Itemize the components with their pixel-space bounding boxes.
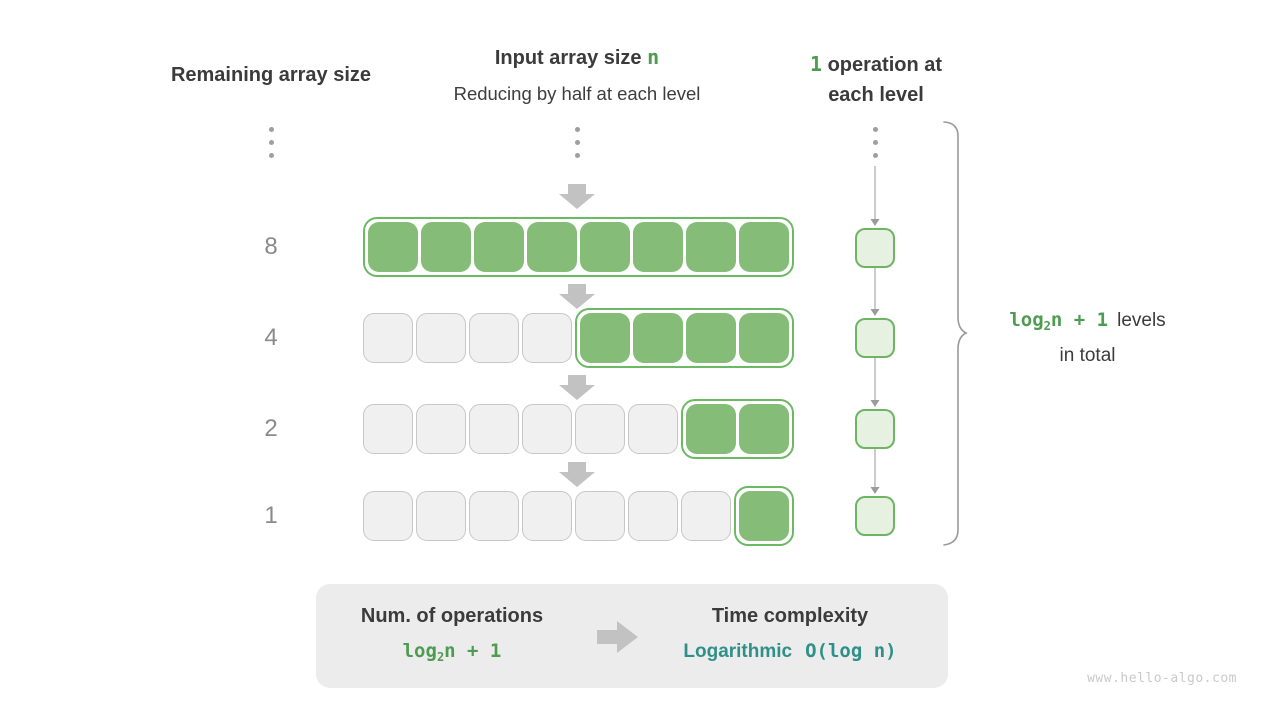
operation-cell [855,228,895,268]
num-operations-formula: log2n + 1 [402,640,502,664]
arrow-down-icon [559,284,595,309]
variable-n: n [647,45,660,69]
array-cell-active [527,222,577,272]
array-cell-active [686,404,736,454]
brace-icon [943,121,968,546]
operation-cell [855,496,895,536]
array-cell-active [368,222,418,272]
array-cell-inactive [575,404,625,454]
array-row-level-3 [363,399,794,459]
arrow-down-icon [559,375,595,400]
array-cell-inactive [628,491,678,541]
selected-subarray [681,399,794,459]
levels-total-label: log2n + 1 levels in total [980,305,1195,371]
row-label-4: 4 [264,324,278,351]
time-complexity-formula: Logarithmic O(log n) [660,640,920,663]
header-input-array-size: Input array size n [419,45,735,70]
array-cell-active [580,222,630,272]
log-formula: log2n + 1 [1009,309,1109,333]
ellipsis-icon [268,127,274,166]
array-cell-inactive [363,404,413,454]
array-cell-active [474,222,524,272]
array-cell-inactive [469,491,519,541]
array-cell-inactive [416,491,466,541]
array-cell-inactive [469,404,519,454]
header-ops-line1: operation at [827,54,943,76]
array-cell-inactive [469,313,519,363]
operation-cell [855,409,895,449]
operation-cell [855,318,895,358]
selected-subarray [734,486,794,546]
array-row-level-2 [363,308,794,368]
array-cell-active [580,313,630,363]
selected-subarray [575,308,794,368]
ellipsis-icon [872,127,878,166]
selected-subarray [363,217,794,277]
array-cell-active [739,313,789,363]
array-cell-active [633,222,683,272]
array-cell-inactive [363,313,413,363]
array-cell-inactive [681,491,731,541]
big-o-notation: O(log n) [805,640,897,662]
array-row-level-1 [363,217,794,277]
array-cell-active [739,491,789,541]
array-cell-active [633,313,683,363]
row-label-2: 2 [264,415,278,442]
array-row-level-4 [363,486,794,546]
array-cell-active [421,222,471,272]
array-cell-inactive [416,404,466,454]
array-cell-inactive [522,404,572,454]
arrow-down-icon [559,184,595,209]
array-cell-active [739,222,789,272]
in-total-word: in total [1059,345,1116,366]
array-cell-active [686,222,736,272]
array-cell-inactive [522,313,572,363]
array-cell-active [686,313,736,363]
header-reducing-by-half: Reducing by half at each level [453,83,701,104]
row-label-1: 1 [264,502,278,529]
complexity-name: Logarithmic [683,641,793,662]
array-cell-active [739,404,789,454]
header-input-prefix: Input array size [494,47,648,69]
summary-box: Num. of operations log2n + 1 Time comple… [316,584,948,688]
header-remaining-array-size: Remaining array size [170,64,372,86]
time-complexity-title: Time complexity [711,605,869,627]
array-cell-inactive [522,491,572,541]
array-cell-inactive [628,404,678,454]
levels-word: levels [1117,310,1166,331]
arrow-down-icon [559,462,595,487]
array-cell-inactive [363,491,413,541]
constant-one: 1 [809,52,823,76]
row-label-8: 8 [264,233,278,260]
array-cell-inactive [416,313,466,363]
array-cell-inactive [575,491,625,541]
watermark: www.hello-algo.com [1087,671,1237,686]
header-one-operation: 1 operation at each level [776,49,976,110]
num-operations-title: Num. of operations [360,605,544,627]
header-ops-line2: each level [828,84,924,106]
ellipsis-icon [574,127,580,166]
